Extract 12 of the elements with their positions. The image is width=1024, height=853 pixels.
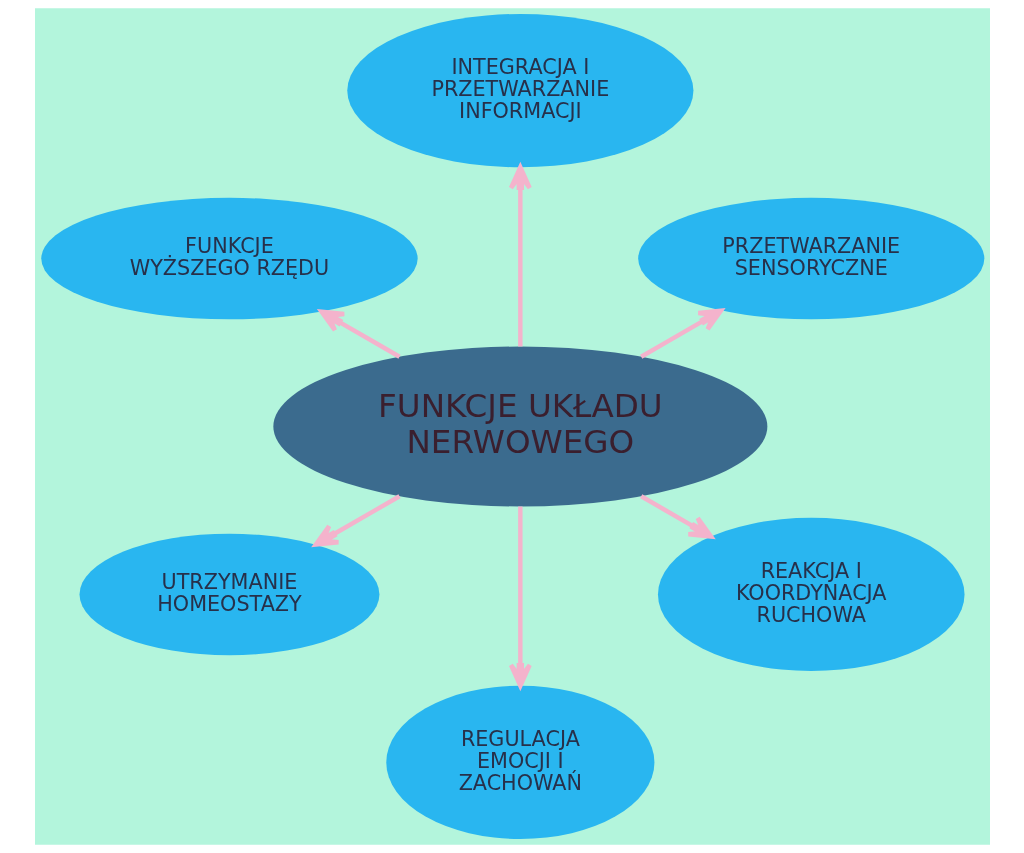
node-ellipse: UTRZYMANIE HOMEOSTAZY <box>79 533 379 656</box>
node-ellipse: REGULACJA EMOCJI I ZACHOWAŃ <box>385 685 654 840</box>
arrow <box>313 494 401 547</box>
arrow <box>508 506 532 689</box>
arrow <box>508 164 532 347</box>
node-ellipse: FUNKCJE WYŻSZEGO RZĘDU <box>40 197 418 320</box>
arrow <box>318 309 401 359</box>
arrow <box>639 308 723 359</box>
node-ellipse: FUNKCJE UKŁADU NERWOWEGO <box>272 346 767 507</box>
arrow <box>639 494 713 539</box>
node-ellipse: INTEGRACJA I PRZETWARZANIE INFORMACJI <box>346 13 693 168</box>
node-ellipse: PRZETWARZANIE SENSORYCZNE <box>637 197 984 320</box>
